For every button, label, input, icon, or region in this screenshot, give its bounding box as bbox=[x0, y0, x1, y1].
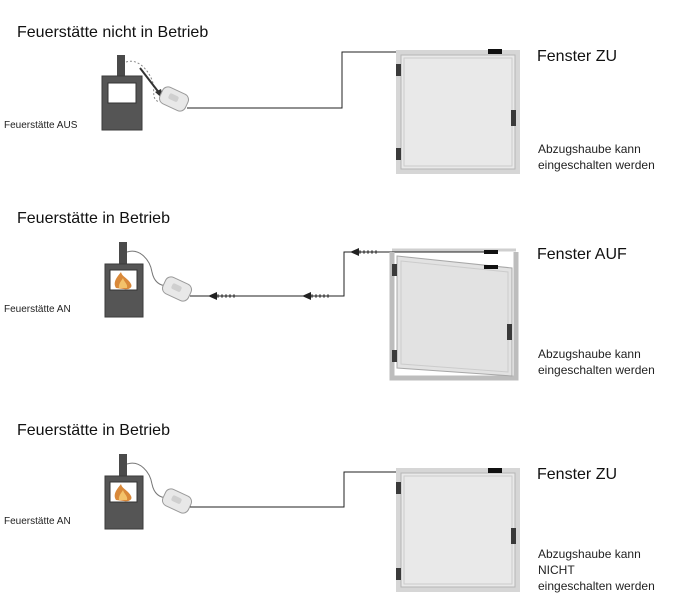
panel-stove-on-window-closed: Feuerstätte in Betrieb Feuerstätte AN Fe… bbox=[0, 410, 700, 610]
stove-label: Feuerstätte AUS bbox=[4, 120, 78, 131]
hood-status-text: Abzugshaube kann NICHT eingeschalten wer… bbox=[538, 546, 655, 594]
signal-arrow-icon bbox=[350, 248, 378, 256]
signal-cable bbox=[190, 251, 494, 297]
hood-text-line: eingeschalten werden bbox=[538, 363, 655, 377]
flame-icon bbox=[114, 484, 132, 502]
hood-text-line: eingeschalten werden bbox=[538, 579, 655, 593]
sensor-dashed-link bbox=[125, 60, 161, 103]
panel-heading: Feuerstätte in Betrieb bbox=[17, 422, 170, 439]
stove-label: Feuerstätte AN bbox=[4, 304, 71, 315]
signal-cable bbox=[187, 51, 398, 109]
hood-text-line: Abzugshaube kann bbox=[538, 347, 641, 361]
stove-label: Feuerstätte AN bbox=[4, 516, 71, 527]
hood-text-line: Abzugshaube kann bbox=[538, 142, 641, 156]
sensor-plug-icon bbox=[161, 276, 193, 302]
window-state-label: Fenster ZU bbox=[537, 48, 618, 65]
panel-heading: Feuerstätte nicht in Betrieb bbox=[17, 24, 209, 41]
sensor-plug-icon bbox=[161, 488, 193, 514]
stove-off-icon bbox=[101, 55, 143, 131]
window-closed-icon bbox=[396, 468, 520, 592]
stove-on-icon bbox=[104, 454, 144, 530]
diagram-scene bbox=[101, 49, 520, 174]
stove-on-icon bbox=[104, 242, 144, 318]
diagram-scene bbox=[104, 454, 520, 592]
hood-text-line: Abzugshaube kann bbox=[538, 547, 641, 561]
window-open-icon bbox=[389, 248, 519, 381]
panel-stove-on-window-open: Feuerstätte in Betrieb Feuerstätte AN Fe… bbox=[0, 200, 700, 400]
signal-arrow-icon bbox=[302, 292, 330, 300]
hood-text-line: eingeschalten werden bbox=[538, 158, 655, 172]
panel-heading: Feuerstätte in Betrieb bbox=[17, 210, 170, 227]
sensor-plug-icon bbox=[158, 86, 190, 112]
window-closed-icon bbox=[396, 49, 520, 174]
hood-status-text: Abzugshaube kann eingeschalten werden bbox=[538, 141, 655, 173]
signal-cable bbox=[190, 471, 400, 508]
hood-status-text: Abzugshaube kann eingeschalten werden bbox=[538, 346, 655, 378]
window-state-label: Fenster ZU bbox=[537, 466, 618, 483]
diagram-scene bbox=[104, 242, 519, 381]
hood-text-line: NICHT bbox=[538, 563, 575, 577]
arrow-down-icon bbox=[139, 67, 161, 95]
sensor-link bbox=[126, 462, 169, 499]
flame-icon bbox=[114, 272, 132, 290]
sensor-link bbox=[126, 250, 169, 287]
window-state-label: Fenster AUF bbox=[537, 246, 627, 263]
panel-stove-off-window-closed: Feuerstätte nicht in Betrieb Feuerstätte… bbox=[0, 0, 700, 200]
signal-arrow-icon bbox=[208, 292, 236, 300]
